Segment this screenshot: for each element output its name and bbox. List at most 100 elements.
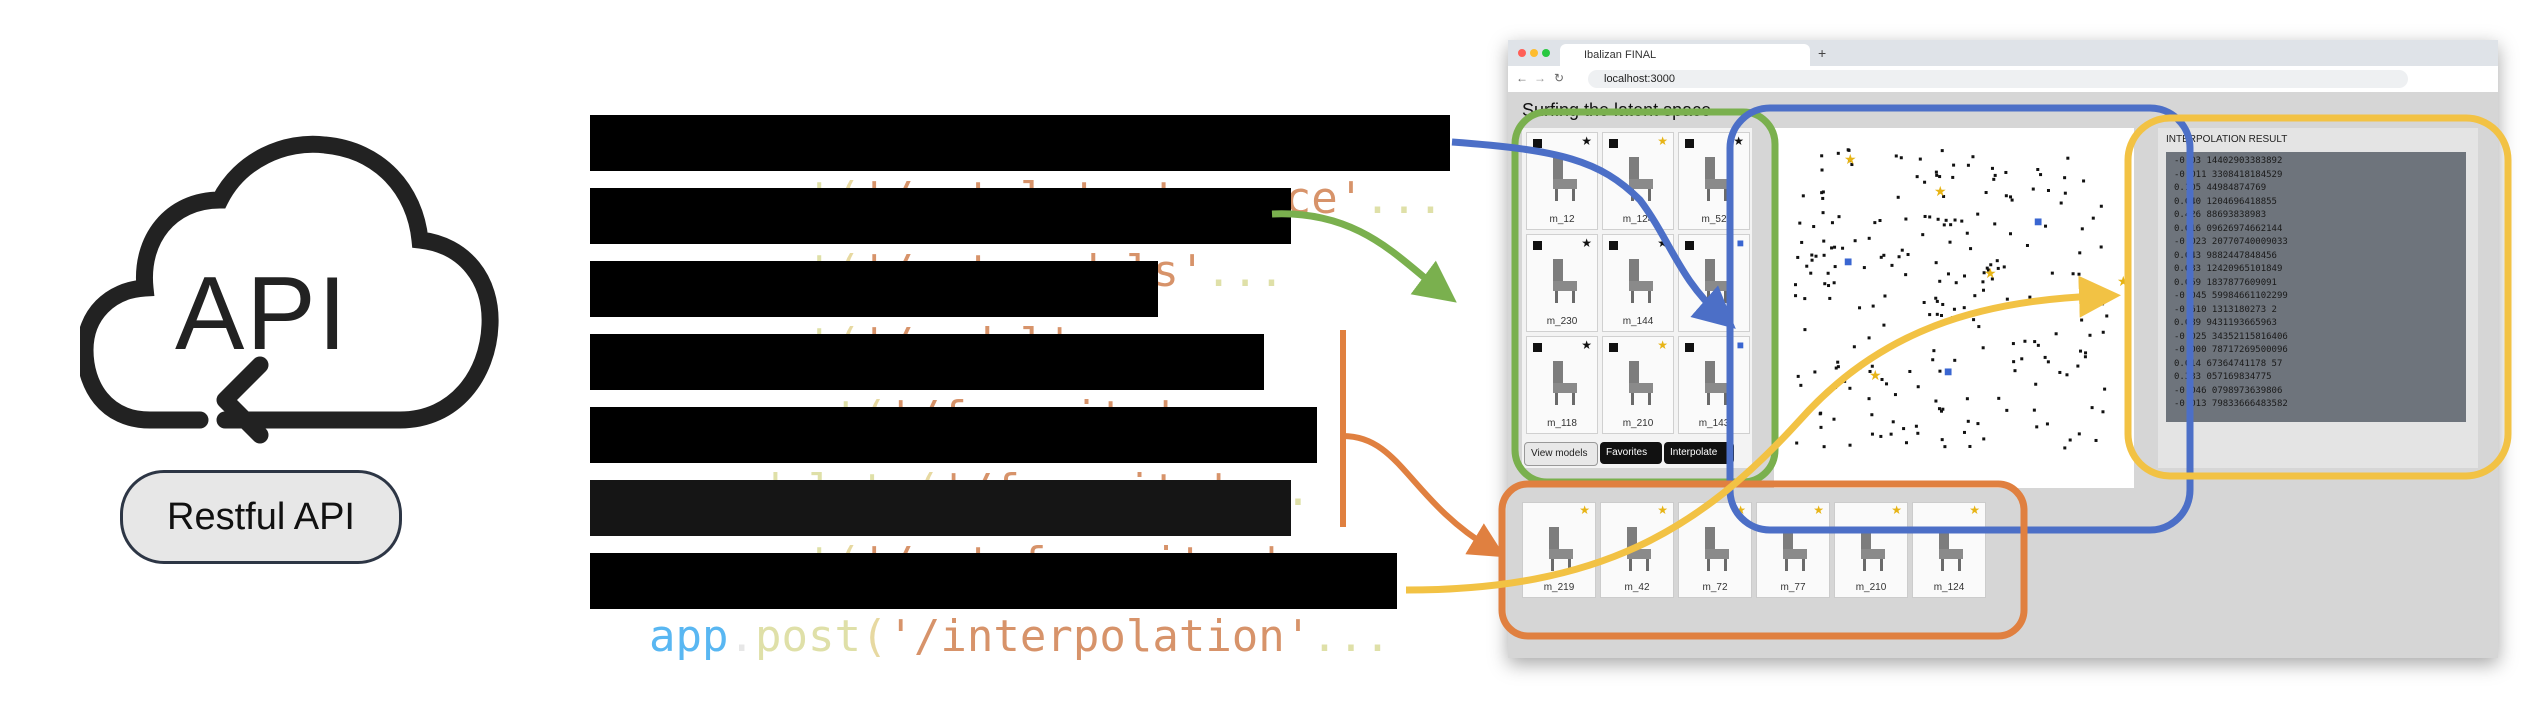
latent-point[interactable] [1809, 271, 1813, 275]
latent-point[interactable] [1852, 345, 1856, 349]
forward-icon[interactable]: → [1534, 71, 1546, 85]
latent-point[interactable] [1941, 302, 1945, 306]
latent-point[interactable] [1803, 328, 1807, 332]
latent-point[interactable] [1858, 366, 1862, 370]
latent-point[interactable] [1801, 194, 1805, 198]
latent-point[interactable] [1932, 349, 1936, 353]
latent-point[interactable] [1904, 441, 1908, 445]
model-card[interactable]: ★m_210 [1602, 336, 1674, 434]
latent-point[interactable] [1796, 374, 1800, 378]
latent-point[interactable] [1965, 231, 1969, 235]
latent-point[interactable] [1904, 337, 1908, 341]
latent-point[interactable] [1928, 215, 1932, 219]
latent-point[interactable] [1972, 318, 1976, 322]
latent-point[interactable] [1794, 283, 1798, 287]
latent-point[interactable] [1992, 177, 1996, 181]
latent-point[interactable] [2046, 188, 2050, 192]
latent-point[interactable] [2082, 179, 2086, 183]
favorite-card[interactable]: ★m_42 [1600, 502, 1674, 598]
model-checkbox[interactable] [1685, 139, 1694, 148]
latent-point[interactable] [1934, 296, 1938, 300]
latent-point[interactable] [2028, 295, 2032, 299]
latent-point[interactable] [2044, 224, 2048, 228]
latent-point[interactable] [1879, 434, 1883, 438]
latent-point[interactable] [2103, 387, 2107, 391]
latent-point[interactable] [2101, 410, 2105, 414]
latent-point[interactable] [1995, 259, 1999, 263]
latent-point[interactable] [2099, 245, 2103, 249]
latent-point[interactable] [1837, 215, 1841, 219]
latent-point[interactable] [1966, 163, 1970, 167]
latent-point[interactable] [1934, 261, 1938, 265]
favorite-star-icon[interactable]: ★ [1813, 503, 1824, 517]
latent-point[interactable] [1883, 294, 1887, 298]
latent-point[interactable] [1948, 240, 1952, 244]
favorite-star-icon[interactable]: ★ [1657, 134, 1668, 148]
latent-point[interactable] [1935, 173, 1939, 177]
latent-point[interactable] [2068, 438, 2072, 442]
latent-point[interactable] [1966, 419, 1970, 423]
latent-point[interactable] [1795, 441, 1799, 445]
latent-point[interactable] [1822, 445, 1826, 449]
latent-point[interactable] [1822, 239, 1826, 243]
latent-point[interactable] [1822, 253, 1826, 257]
latent-point[interactable] [1836, 360, 1840, 364]
latent-point[interactable] [1810, 253, 1814, 257]
latent-point[interactable] [1960, 219, 1964, 223]
selected-square-icon[interactable]: ■ [1944, 363, 1952, 379]
latent-point[interactable] [1950, 316, 1954, 320]
latent-point[interactable] [2010, 198, 2014, 202]
latent-point[interactable] [1904, 217, 1908, 221]
latent-point[interactable] [2063, 191, 2067, 195]
latent-point[interactable] [2045, 422, 2049, 426]
latent-point[interactable] [1935, 299, 1939, 303]
favorite-star-icon[interactable]: ★ [1657, 503, 1668, 517]
minimize-dot-icon[interactable] [1530, 49, 1538, 57]
latent-point[interactable] [2050, 271, 2054, 275]
latent-point[interactable] [1938, 279, 1942, 283]
latent-point[interactable] [2005, 297, 2009, 301]
latent-point[interactable] [1900, 248, 1904, 252]
latent-point[interactable] [2063, 446, 2067, 450]
latent-point[interactable] [1821, 196, 1825, 200]
latent-point[interactable] [1848, 443, 1852, 447]
latent-point[interactable] [1940, 149, 1944, 153]
latent-point[interactable] [1918, 157, 1922, 161]
model-checkbox[interactable] [1533, 139, 1542, 148]
favorite-star-icon[interactable]: ★ [1581, 134, 1592, 148]
latent-point[interactable] [1944, 218, 1948, 222]
favorite-star-icon[interactable]: ★ [1657, 338, 1668, 352]
latent-point[interactable] [1951, 175, 1955, 179]
latent-point[interactable] [2005, 408, 2009, 412]
latent-point[interactable] [1862, 266, 1866, 270]
new-tab-icon[interactable]: + [1818, 45, 1827, 61]
favorite-card[interactable]: ★m_219 [1522, 502, 1596, 598]
latent-point[interactable] [1969, 247, 1973, 251]
latent-point[interactable] [1939, 314, 1943, 318]
latent-point[interactable] [1915, 175, 1919, 179]
favorite-star-icon[interactable]: ★ [1969, 503, 1980, 517]
latent-point[interactable] [1943, 445, 1947, 449]
latent-point[interactable] [1938, 369, 1942, 373]
latent-point[interactable] [1827, 284, 1831, 288]
latent-point[interactable] [1830, 221, 1834, 225]
model-checkbox[interactable] [1609, 343, 1618, 352]
latent-point[interactable] [1962, 430, 1966, 434]
latent-point[interactable] [1870, 413, 1874, 417]
favorite-star-icon[interactable]: ★ [1869, 367, 1882, 383]
latent-point[interactable] [1826, 271, 1830, 275]
address-input[interactable]: localhost:3000 [1588, 70, 2408, 88]
latent-point[interactable] [2078, 251, 2082, 255]
model-checkbox[interactable] [1685, 343, 1694, 352]
latent-point[interactable] [1834, 385, 1838, 389]
latent-point[interactable] [1990, 166, 1994, 170]
latent-point[interactable] [1890, 263, 1894, 267]
latent-point[interactable] [1936, 217, 1940, 221]
latent-point[interactable] [1976, 422, 1980, 426]
latent-point[interactable] [2033, 340, 2037, 344]
latent-point[interactable] [1923, 214, 1927, 218]
latent-point[interactable] [1873, 221, 1877, 225]
latent-point[interactable] [2013, 369, 2017, 373]
latent-point[interactable] [1879, 255, 1883, 259]
latent-point[interactable] [1805, 264, 1809, 268]
